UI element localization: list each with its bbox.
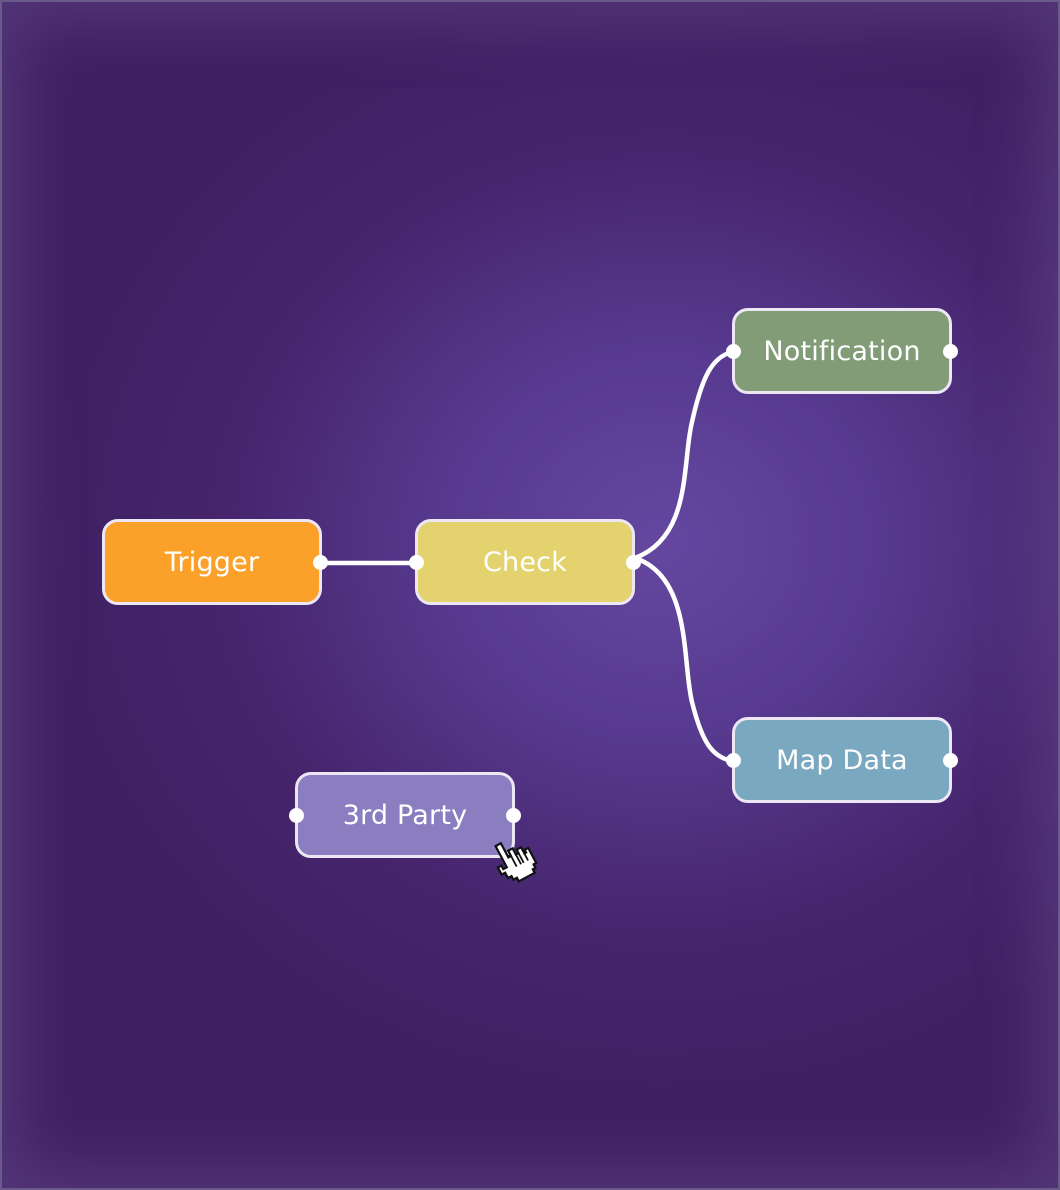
edge-check-mapdata[interactable] (632, 555, 735, 764)
node-map-data-label: Map Data (776, 744, 908, 776)
node-map-data[interactable]: Map Data (726, 717, 958, 803)
node-third-party-label: 3rd Party (342, 799, 468, 831)
node-third-party-input-port[interactable] (289, 807, 304, 823)
node-notification[interactable]: Notification (726, 308, 958, 394)
node-trigger-label: Trigger (164, 546, 260, 578)
node-map-data-input-port[interactable] (726, 752, 741, 768)
hand-pointer-icon (494, 841, 538, 883)
node-notification-label: Notification (763, 335, 921, 367)
edge-check-notification[interactable] (632, 349, 735, 561)
node-trigger-output-port[interactable] (313, 554, 328, 570)
node-trigger[interactable]: Trigger (102, 519, 328, 605)
node-check[interactable]: Check (409, 519, 641, 605)
node-check-output-port[interactable] (626, 554, 641, 570)
node-notification-output-port[interactable] (943, 343, 958, 359)
node-check-input-port[interactable] (409, 554, 424, 570)
node-map-data-output-port[interactable] (943, 752, 958, 768)
node-check-label: Check (482, 546, 568, 578)
node-third-party-output-port[interactable] (506, 807, 521, 823)
node-notification-input-port[interactable] (726, 343, 741, 359)
